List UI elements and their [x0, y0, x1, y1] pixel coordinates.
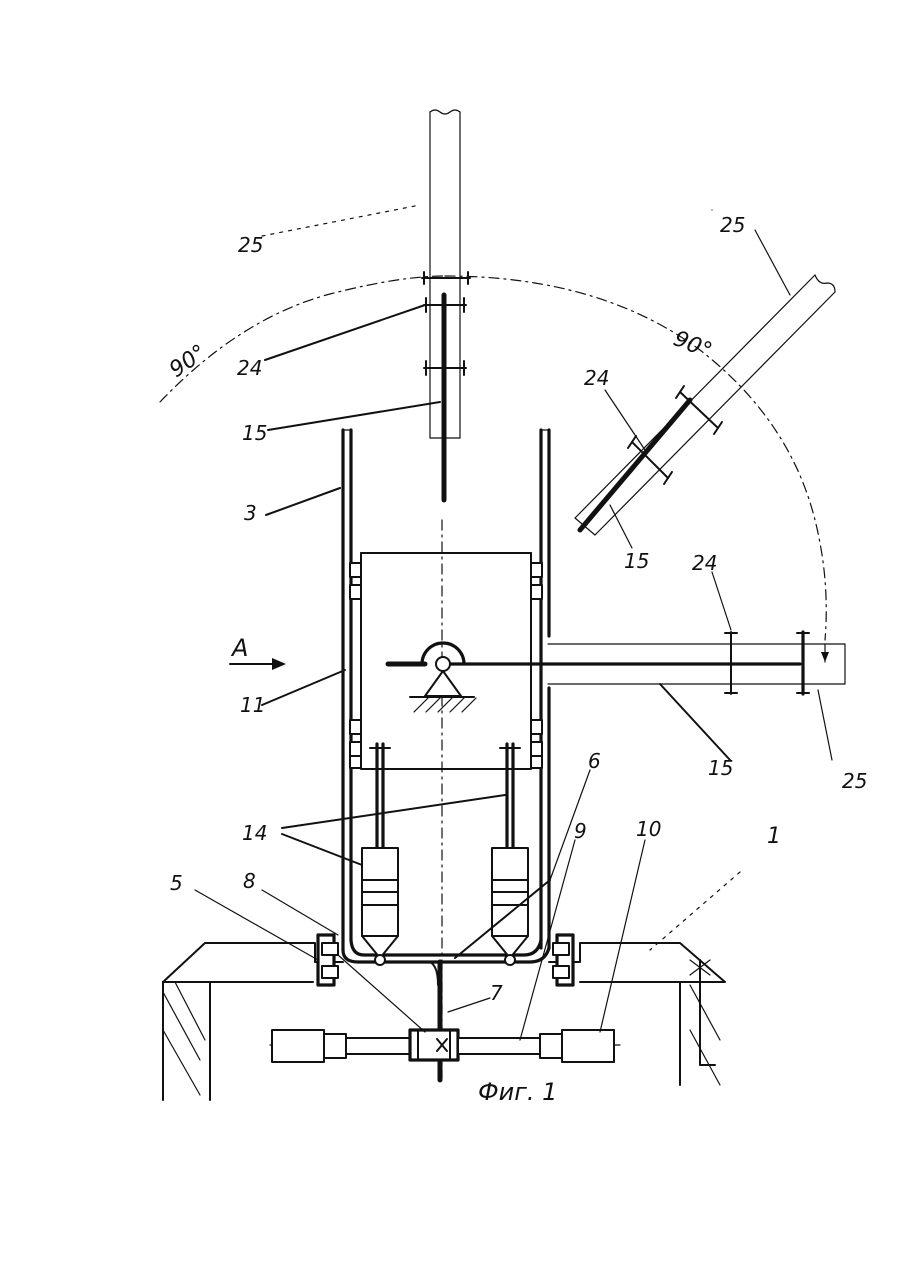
- cylinders-14: [362, 744, 528, 965]
- label-8: 8: [243, 869, 256, 893]
- label-11: 11: [240, 693, 265, 717]
- label-14: 14: [242, 821, 267, 845]
- label-15-top: 15: [242, 421, 267, 445]
- label-7: 7: [490, 981, 503, 1005]
- boom-horizontal: [450, 632, 845, 694]
- angle-label-left: 90°: [165, 340, 211, 383]
- frame-3: [343, 430, 549, 1078]
- figure-caption: Фиг. 1: [478, 1078, 557, 1106]
- label-25-top: 25: [238, 233, 263, 257]
- label-10: 10: [636, 817, 661, 841]
- angle-label-right: 90°: [670, 326, 716, 364]
- label-25-right: 25: [720, 213, 745, 237]
- label-24-diag: 24: [584, 366, 609, 390]
- label-24-horiz: 24: [692, 551, 717, 575]
- label-3: 3: [244, 501, 257, 525]
- boom-diagonal: [575, 210, 835, 535]
- label-9: 9: [574, 819, 587, 843]
- base-1: [163, 935, 725, 1100]
- label-15-horiz: 15: [708, 756, 733, 780]
- rotation-arc: [160, 276, 829, 662]
- label-5: 5: [170, 871, 183, 895]
- view-arrow-a: A: [230, 634, 286, 670]
- label-1: 1: [767, 824, 781, 849]
- label-25-bottom: 25: [842, 769, 867, 793]
- label-6: 6: [588, 749, 601, 773]
- label-15-diag: 15: [624, 549, 649, 573]
- boom-vertical: [422, 110, 470, 500]
- view-arrow-label: A: [230, 634, 248, 662]
- label-24-top: 24: [237, 356, 262, 380]
- reference-labels: 25 25 25 24 24 24 15 15 15 3 11 14 6 9 1…: [165, 213, 867, 1106]
